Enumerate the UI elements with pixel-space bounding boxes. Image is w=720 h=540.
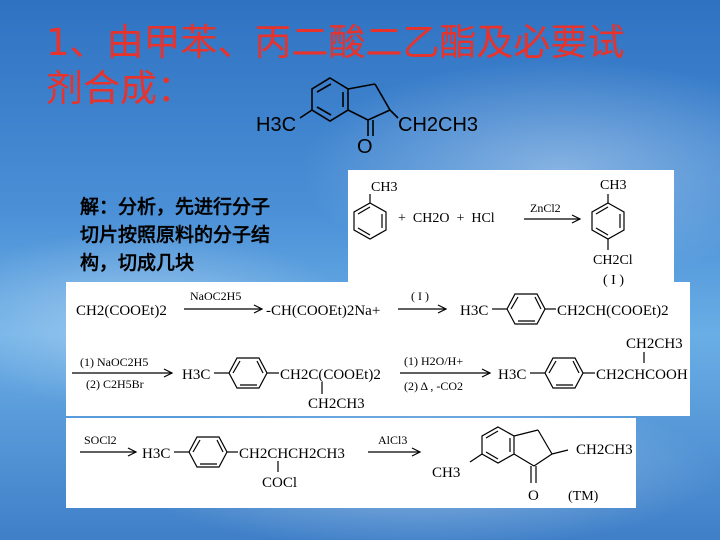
explanation-line-1: 解：分析，先进行分子 — [80, 196, 271, 218]
step4-reagent-a: SOCl2 — [84, 433, 117, 447]
step2-reagent: NaOC2H5 — [190, 289, 241, 303]
acid-left: H3C — [498, 367, 526, 383]
chloride-left: H3C — [142, 446, 170, 462]
target-methyl: H3C — [256, 114, 296, 136]
acid-top: CH2CH3 — [626, 336, 683, 352]
step1-catalyst: ZnCl2 — [530, 201, 561, 215]
step3-product-ring — [214, 357, 323, 394]
acid-ring — [530, 352, 645, 389]
target-molecule — [299, 77, 399, 136]
target-carbonyl-o: O — [357, 136, 373, 158]
chloride-ring — [174, 436, 279, 472]
final-methyl: CH3 — [432, 465, 460, 481]
step2-arrow-2 — [398, 304, 448, 314]
title-line-1: 1、由甲苯、丙二酸二乙酯及必要试 — [46, 21, 625, 64]
toluene-ring — [353, 194, 387, 240]
final-molecule — [469, 426, 569, 483]
explanation-text: 解：分析，先进行分子 切片按照原料的分子结 构，切成几块 — [80, 193, 340, 277]
step3-product-left: H3C — [182, 367, 210, 383]
step2-reagent-2: ( I ) — [411, 289, 429, 303]
step3-product-branch: CH2CH3 — [308, 396, 365, 412]
step4-arrow-1 — [80, 447, 138, 457]
step3-arrow-1 — [72, 368, 174, 378]
step3-reagent-d: (2) Δ , -CO2 — [404, 379, 463, 393]
chloride-branch: COCl — [262, 475, 297, 491]
step2-product-ring — [492, 293, 556, 325]
final-carbonyl-o: O — [528, 488, 539, 504]
step3-reagent-a: (1) NaOC2H5 — [80, 355, 148, 369]
explanation-line-3: 构，切成几块 — [80, 252, 195, 274]
step3-product-right: CH2C(COOEt)2 — [280, 367, 381, 383]
acid-right: CH2CHCOOH — [596, 367, 688, 383]
step3-reagent-b: (2) C2H5Br — [86, 377, 144, 391]
target-ethyl: CH2CH3 — [398, 114, 478, 136]
malonate-anion: -CH(COOEt)2Na+ — [266, 303, 380, 319]
step1-arrow — [524, 214, 582, 224]
product-I-ring — [591, 194, 625, 250]
step2-product-left: H3C — [460, 303, 488, 319]
toluene-methyl: CH3 — [371, 180, 397, 195]
product-I-chloromethyl: CH2Cl — [593, 253, 633, 268]
chloride-right: CH2CHCH2CH3 — [239, 446, 345, 462]
malonate-start: CH2(COOEt)2 — [76, 303, 167, 319]
title-line-2: 剂合成： — [46, 67, 194, 110]
product-I-label: ( I ) — [603, 273, 624, 288]
step2-arrow-1 — [184, 304, 264, 314]
step3-arrow-2 — [400, 368, 492, 378]
step3-reagent-c: (1) H2O/H+ — [404, 354, 463, 368]
final-ethyl: CH2CH3 — [576, 442, 633, 458]
slide-title: 1、由甲苯、丙二酸二乙酯及必要试 剂合成： — [46, 20, 686, 112]
final-label: (TM) — [568, 489, 599, 504]
step4-arrow-2 — [368, 447, 422, 457]
step4-reagent-b: AlCl3 — [378, 433, 407, 447]
step1-reagents: + CH2O + HCl — [398, 211, 495, 226]
product-I-methyl: CH3 — [600, 178, 626, 193]
explanation-line-2: 切片按照原料的分子结 — [80, 224, 271, 246]
step2-product-right: CH2CH(COOEt)2 — [557, 303, 669, 319]
